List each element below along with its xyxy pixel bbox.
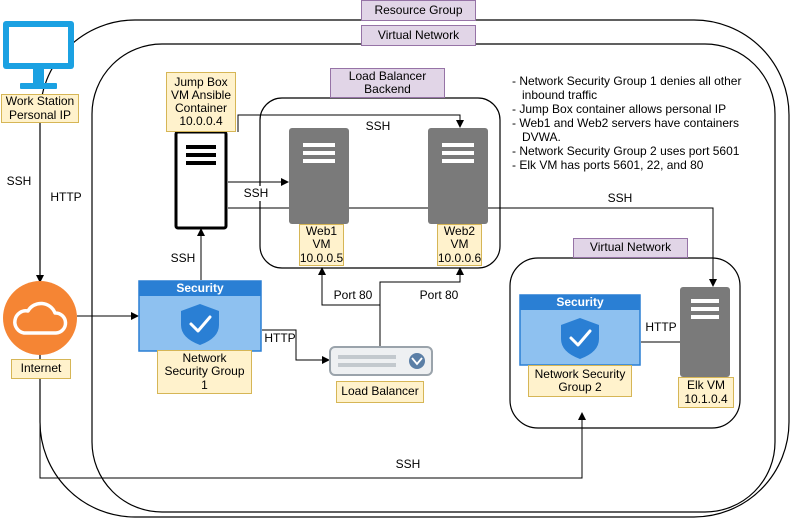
edge-jumpbox-web2-ssh: [237, 114, 464, 132]
notes-list: Network Security Group 1 denies all othe…: [512, 74, 772, 172]
lb-backend-boundary: [259, 97, 501, 269]
note-item: Elk VM has ports 5601, 22, and 80: [512, 158, 772, 172]
note-item: Web1 and Web2 servers have containers DV…: [512, 116, 772, 144]
edge-label-ssh-jump-web: SSH: [241, 186, 271, 201]
edge-jumpbox-elk-ssh: [228, 207, 717, 287]
elk-vnet-boundary: [509, 257, 741, 429]
web1-server-icon: [289, 128, 349, 224]
note-item: Network Security Group 2 uses port 5601: [512, 144, 772, 158]
edge-label-port80-web2: Port 80: [419, 287, 459, 302]
security-badge-2: Security: [556, 294, 604, 309]
elk-server-icon: [680, 287, 730, 377]
elk-virtual-network-label: Virtual Network: [573, 238, 688, 258]
workstation-label: Work Station Personal IP: [1, 94, 79, 123]
load-balancer-label: Load Balancer: [336, 381, 424, 403]
nsg1-label: Network Security Group 1: [157, 350, 252, 394]
elk-label: Elk VM 10.1.0.4: [678, 377, 734, 408]
edge-label-ssh-top: SSH: [365, 118, 391, 133]
jumpbox-label: Jump Box VM Ansible Container 10.0.0.4: [166, 72, 236, 132]
edge-label-port80-web1: Port 80: [333, 287, 373, 302]
edge-lb-web2: [379, 267, 464, 346]
edge-label-http-workstation: HTTP: [50, 189, 82, 204]
web2-label: Web2 VM 10.0.0.6: [437, 224, 482, 266]
load-balancer-icon: [329, 346, 433, 376]
edge-lb-web1: [318, 267, 381, 346]
note-item: Network Security Group 1 denies all othe…: [512, 74, 772, 102]
internet-cloud-icon: [3, 281, 77, 355]
edge-nsg1-loadbalancer: [262, 329, 330, 364]
edge-label-ssh-workstation: SSH: [4, 174, 34, 189]
security-group-1-icon: [138, 280, 262, 352]
edge-label-ssh-nsg-jump: SSH: [170, 250, 196, 265]
virtual-network-label: Virtual Network: [361, 25, 476, 46]
web1-label: Web1 VM 10.0.0.5: [299, 224, 344, 266]
internet-label: Internet: [11, 359, 71, 379]
edge-label-http-nsg2-elk: HTTP: [645, 319, 677, 334]
jumpbox-server-icon: [174, 130, 228, 230]
web2-server-icon: [428, 128, 488, 224]
note-item: Jump Box container allows personal IP: [512, 102, 772, 116]
edge-internet-nsg2-ssh: [39, 380, 586, 479]
monitor-icon: [3, 21, 74, 89]
edge-label-ssh-bottom: SSH: [391, 457, 425, 472]
nsg2-label: Network Security Group 2: [528, 365, 632, 397]
edge-label-ssh-elk: SSH: [607, 190, 633, 205]
edge-label-http-nsg-lb: HTTP: [264, 330, 296, 345]
security-badge-1: Security: [176, 280, 224, 295]
lb-backend-label: Load Balancer Backend: [330, 68, 445, 98]
resource-group-label: Resource Group: [361, 0, 476, 21]
